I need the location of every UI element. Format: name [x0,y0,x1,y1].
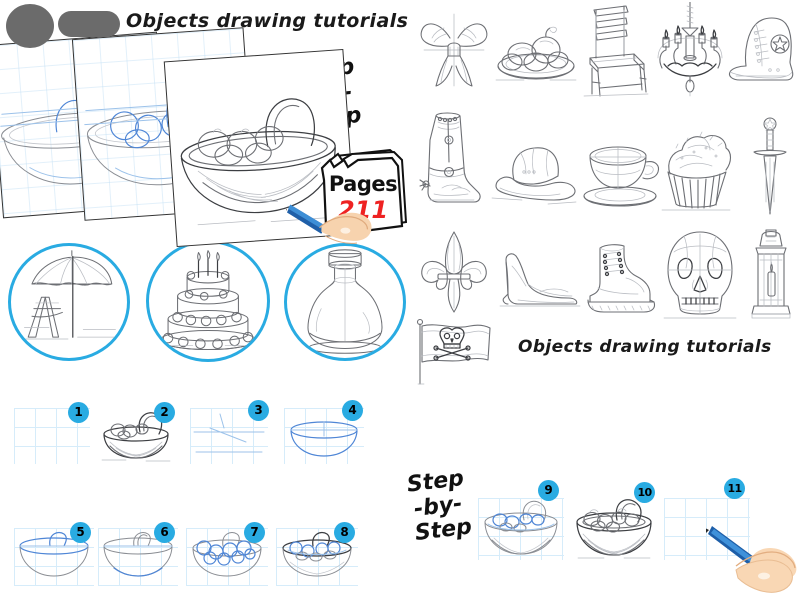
step-badge-1: 1 [68,402,89,423]
gallery-item-sneaker[interactable] [726,14,798,88]
gallery-item-bow[interactable] [414,8,494,92]
basket-final-sketch [576,499,652,559]
hand-with-pencil-icon [701,520,798,598]
work-boot-icon [587,244,656,313]
gallery-item-pirate-flag[interactable] [410,316,498,388]
teacup-saucer-icon [583,146,660,207]
gallery-item-chandelier[interactable] [652,2,728,98]
bowl-handle-solid-sketch [103,532,173,577]
basket-shaded-sketch [484,500,558,555]
gallery-item-chair[interactable] [578,2,652,98]
step-badge-11: 11 [724,478,745,499]
skull-icon [663,231,737,319]
cowboy-hat-icon [491,147,577,205]
bowl-handle-arc-sketch [19,531,89,577]
showcase-circle-decanter[interactable] [284,243,406,361]
decanter-bottle-icon [307,249,383,354]
lantern-icon [751,229,791,319]
showcase-circle-beach[interactable] [8,243,130,361]
gallery-item-cowboy-boot[interactable] [416,110,484,216]
gallery-item-lantern[interactable] [744,226,798,324]
beach-umbrella-deckchair-icon [18,250,120,340]
step-badge-3: 3 [248,400,269,421]
step-cell-9[interactable] [478,498,564,560]
page-title: Objects drawing tutorials [126,10,409,32]
stepby-line-3: Step [413,514,474,547]
hand-with-pencil-icon [280,177,373,250]
step-badge-9: 9 [538,480,559,501]
gallery-item-cupcake[interactable] [656,118,736,214]
gallery-item-dagger[interactable] [748,114,792,218]
basket-finished-sketch [180,98,336,226]
step-badge-6: 6 [154,522,175,543]
step-badge-2: 2 [154,402,175,423]
cupcake-icon [661,131,732,211]
step-badge-4: 4 [342,400,363,421]
fleur-de-lis-icon [421,231,487,313]
chandelier-icon [657,2,723,97]
chair-icon [583,5,649,97]
bow-ribbon-icon [420,13,488,87]
step-by-step-label-bottom: Step -by- Step [406,466,474,548]
torn-paper-stack-icon [320,148,408,236]
label-placeholder[interactable] [58,11,120,37]
step-grid [478,498,564,560]
guide-lines-sketch [193,413,265,453]
step-badge-10: 10 [634,482,655,503]
pirate-flag-icon [416,318,491,385]
fruit-plate-icon [495,26,577,81]
tiered-cake-icon [156,250,260,351]
gallery-item-fruit-plate[interactable] [494,14,578,90]
avatar-placeholder[interactable] [6,4,54,48]
gallery-item-work-boot[interactable] [580,238,662,318]
step-badge-5: 5 [70,522,91,543]
gallery-item-fleur-de-lis[interactable] [416,228,492,322]
gallery-item-teacup[interactable] [578,138,662,214]
dagger-icon [753,117,787,215]
step-badge-7: 7 [244,522,265,543]
step-cell-10[interactable] [570,498,658,560]
fruit-refined-sketch [282,531,352,577]
gallery-title: Objects drawing tutorials [518,337,772,357]
showcase-circle-cake[interactable] [146,240,270,362]
gallery-item-high-heel[interactable] [498,246,582,312]
step-badge-8: 8 [334,522,355,543]
cowboy-boot-icon [419,112,481,203]
gallery-item-cowboy-hat[interactable] [490,142,580,212]
gallery-item-skull[interactable] [658,228,742,324]
sneaker-icon [728,17,794,81]
fruit-circles-sketch [192,532,262,577]
basket-page-3[interactable] [163,48,357,248]
high-heel-shoe-icon [499,253,581,307]
bowl-outline-sketch [290,421,358,457]
